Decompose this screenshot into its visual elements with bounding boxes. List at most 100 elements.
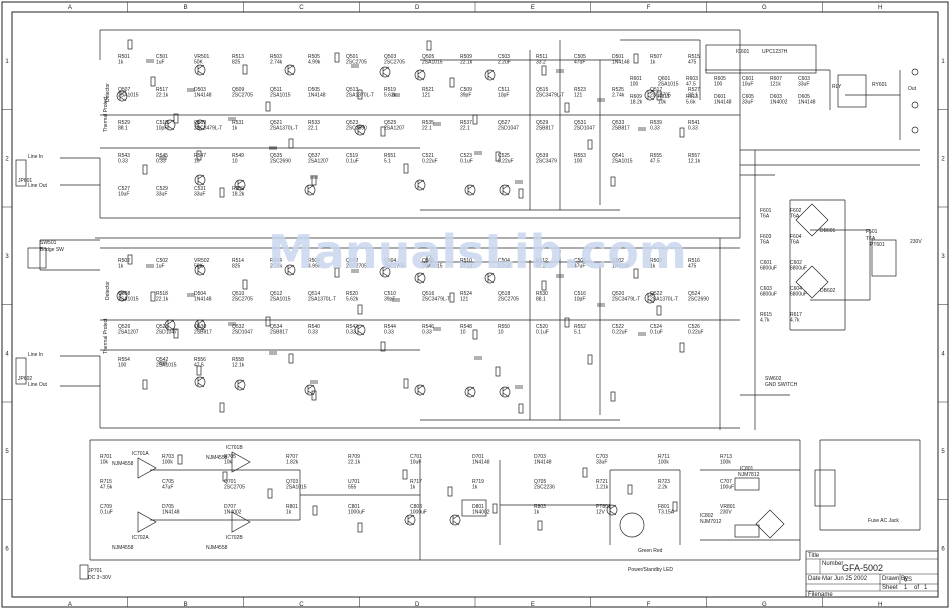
aux-value-c701: 10uF [410,460,421,466]
grid-col-g: G [762,5,767,11]
prot-ref-d601: D601 [714,94,726,100]
aux-value-r721: 1.21k [596,485,609,491]
top-value-q509: 2SC2705 [232,93,253,99]
prot-value-c603: 33uF [798,82,809,88]
aux-ref-r717: R717 [410,479,422,485]
aux-ref-r803: R803 [534,504,546,510]
aux-value-q705: 2SC2236 [534,485,555,491]
grid-row-6: 6 [941,546,945,552]
aux-ref-d703: D703 [534,454,546,460]
aux-ref-r801: R801 [286,504,298,510]
bottom-value-c506: 47uF [574,264,585,270]
top-value-q511: 2SA1015 [270,93,291,99]
bottom-ref-r552: R552 [574,324,586,330]
aux-value-c803: 1000uF [410,510,427,516]
bottom-ref-q506: Q506 [422,258,434,264]
top-ref-q503: Q503 [384,54,396,60]
top-value-r535: 22.1 [422,126,432,132]
top-value-c523: 0.1uF [460,159,473,165]
top-value-r549: 10 [232,159,238,165]
bottom-value-r524: 121 [460,297,469,303]
opamp-ic701a: IC701A [132,451,149,457]
aux-value-d705: 1N4148 [162,510,180,516]
bottom-value-r530: 88.1 [536,297,546,303]
bottom-value-r510: 22.1k [460,264,473,270]
aux-value-c709: 0.1uF [100,510,113,516]
top-ref-q527: Q527 [498,120,510,126]
top-ref-r559: R559 [232,186,244,192]
top-value-r519: 5.62k [384,93,397,99]
prot-ref-c601: C601 [742,76,754,82]
psu-ref-c601: C601 [760,260,772,266]
aux-ref-c801: C801 [348,504,360,510]
bottom-value-q518: 2SC2705 [498,297,519,303]
grid-col-c: C [299,5,304,11]
top-jack-label: JP601 [18,178,32,184]
bridge-a-ref: DB601 [820,228,836,234]
bottom-ref-r542: R542 [346,324,358,330]
bottom-ref-c526: C526 [688,324,700,330]
top-value-q505: 2SA1015 [422,60,443,66]
top-value-q523: 2SC2690 [346,126,367,132]
bottom-ref-q502: Q502 [346,258,358,264]
aux-ref-q705: Q705 [534,479,546,485]
aux-value-r717: 1k [410,485,416,491]
top-ref-q533: Q533 [612,120,624,126]
top-value-q525: 2SA1207 [384,126,405,132]
top-value-r543: 0.33 [118,159,128,165]
top-value-c525: 0.22uF [498,159,514,165]
top-value-r517: 22.1k [156,93,169,99]
bottom-ref-r550: R550 [498,324,510,330]
aux-value-pt801: 12V [596,510,606,516]
top-value-c529: 33uF [156,192,167,198]
aux-value-d703: 1N4148 [534,460,552,466]
top-ref-q507: Q507 [118,87,130,93]
psu-ref-f602: F602 [790,208,802,214]
opamp-type-ic702b: NJM4558 [206,545,228,551]
top-ref-c503: C503 [498,54,510,60]
aux-ref-u701: U701 [348,479,360,485]
aux-ref-r713: R713 [720,454,732,460]
top-value-q507: 2SA1015 [118,93,139,99]
top-value-q513: 2SA1370L-T [346,93,374,99]
top-value-r555: 47.5 [650,159,660,165]
prot-value-c605: 33uF [742,100,753,106]
top-value-q537: 2SA1207 [308,159,329,165]
prot-value-d605: 1N4148 [798,100,816,106]
psu-value-c601: 6800uF [760,266,777,272]
top-value-q529: 2SB817 [536,126,554,132]
prot-value-d603: 1N4002 [770,100,788,106]
top-value-d503: 1N4148 [194,93,212,99]
prot-value-r611: 10k [658,100,667,106]
top-value-q539: 2SC3479 [536,159,557,165]
grid-row-4: 4 [5,351,9,357]
top-ref-r543: R543 [118,153,130,159]
bottom-ref-r504: R504 [270,258,282,264]
aux-value-q703: 2SA1015 [286,485,307,491]
top-value-r551: 5.1 [384,159,391,165]
out-label: Out [908,86,917,92]
bottom-ref-r524: R524 [460,291,472,297]
bottom-value-q524: 2SC2690 [688,297,709,303]
bottom-value-r544: 0.33 [384,330,394,336]
bridge-switch-label: SW501 [40,240,57,246]
bottom-value-c520: 0.1uF [536,330,549,336]
top-ref-c525: C525 [498,153,510,159]
aux-value-r713: 100k [720,460,731,466]
bottom-ref-c520: C520 [536,324,548,330]
drawn-label: Drawn By [882,576,908,582]
bottom-ref-r556: R556 [194,357,206,363]
prot-value-r607: 121k [770,82,781,88]
bottom-value-q522: 2SA1370L-T [650,297,678,303]
sheet-value: 1 [904,585,908,591]
grid-col-c: C [299,602,304,608]
top-value-r531: 1k [232,126,238,132]
bottom-value-q514: 2SA1370L-T [308,297,336,303]
psu-ref-c603: C603 [760,286,772,292]
bottom-value-q508: 2SA1015 [118,297,139,303]
top-value-r529: 88.1 [118,126,128,132]
top-ref-r513: R513 [232,54,244,60]
top-value-q531: 2SD1047 [574,126,595,132]
bottom-ref-r514: R514 [232,258,244,264]
aux-ref-r701: R701 [100,454,112,460]
